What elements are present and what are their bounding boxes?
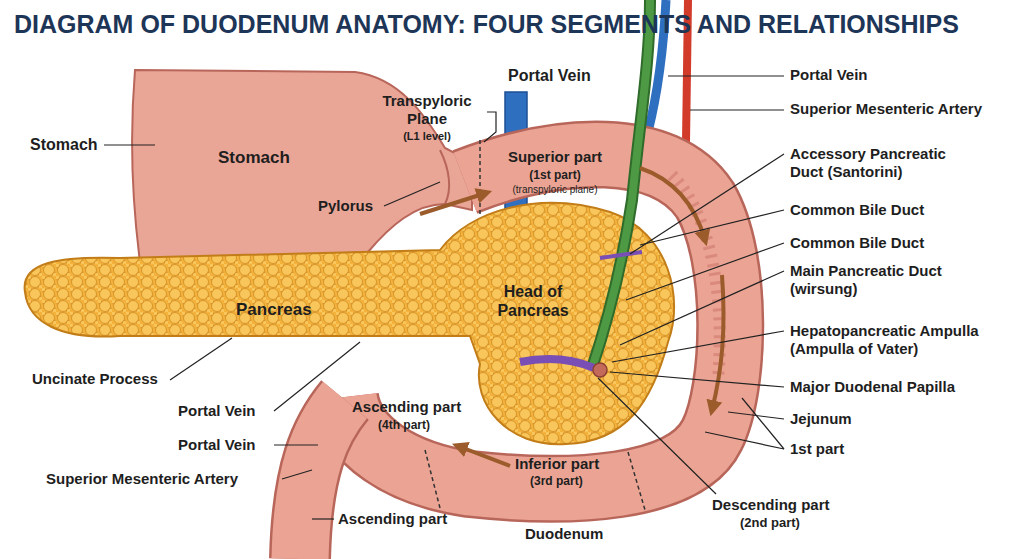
diagram-title: DIAGRAM OF DUODENUM ANATOMY: FOUR SEGMEN… bbox=[14, 10, 959, 39]
anatomy-label: (1st part) bbox=[490, 168, 620, 182]
anatomy-label: Portal Vein bbox=[178, 402, 256, 420]
anatomy-label: Ascending part bbox=[352, 398, 461, 416]
anatomy-label: Transpyloric Plane bbox=[372, 92, 482, 128]
anatomy-label: Jejunum bbox=[790, 410, 852, 428]
anatomy-label: Duodenum bbox=[525, 525, 603, 543]
anatomy-label: Portal Vein bbox=[508, 66, 591, 85]
anatomy-label: (2nd part) bbox=[740, 515, 800, 531]
anatomy-label: Stomach bbox=[218, 148, 290, 168]
anatomy-label: 1st part bbox=[790, 440, 844, 458]
anatomy-label: Uncinate Process bbox=[32, 370, 158, 388]
anatomy-label: Head of Pancreas bbox=[478, 282, 588, 320]
anatomy-label: Portal Vein bbox=[790, 66, 868, 84]
anatomy-label: (3rd part) bbox=[530, 474, 583, 488]
anatomy-label: Accessory Pancreatic Duct (Santorini) bbox=[790, 145, 980, 181]
anatomy-label: Superior Mesenteric Artery bbox=[46, 470, 238, 488]
anatomy-label: Superior Mesenteric Artery bbox=[790, 100, 982, 118]
anatomy-label: (4th part) bbox=[378, 418, 430, 432]
anatomy-label: Hepatopancreatic Ampulla (Ampulla of Vat… bbox=[790, 322, 1018, 358]
anatomy-label: Stomach bbox=[30, 135, 98, 154]
anatomy-label: Superior part bbox=[490, 148, 620, 166]
anatomy-label: Common Bile Duct bbox=[790, 234, 924, 252]
anatomy-label: (L1 level) bbox=[372, 130, 482, 143]
anatomy-label: Major Duodenal Papilla bbox=[790, 378, 955, 396]
anatomy-label: Pancreas bbox=[236, 300, 312, 320]
anatomy-label: Inferior part bbox=[515, 455, 599, 473]
anatomy-label: Pylorus bbox=[318, 197, 373, 215]
anatomy-label: Main Pancreatic Duct (wirsung) bbox=[790, 262, 990, 298]
anatomy-label: Portal Vein bbox=[178, 436, 256, 454]
anatomy-label: Common Bile Duct bbox=[790, 201, 924, 219]
anatomy-label: Ascending part bbox=[338, 510, 447, 528]
anatomy-label: Descending part bbox=[712, 496, 830, 514]
anatomy-label: (transpyloric plane) bbox=[480, 184, 630, 196]
